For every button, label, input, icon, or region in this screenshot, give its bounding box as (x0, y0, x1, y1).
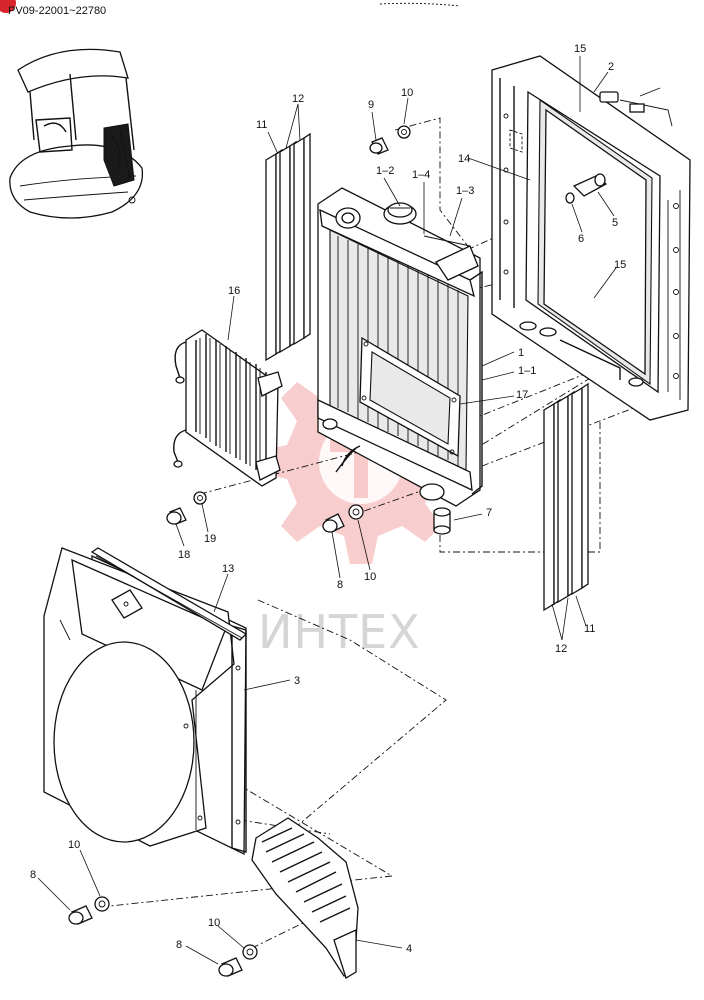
excavator-locator-icon (9, 48, 144, 219)
callout-leader-lines (37, 56, 617, 965)
bolt-part-8-bottom-left (68, 905, 93, 925)
oil-cooler-tubes (195, 334, 267, 476)
grommet-part-7 (433, 507, 451, 535)
watermark-text: ИНТЕХ (258, 605, 421, 659)
fan-guard-part-4 (251, 817, 359, 979)
frame-bolt-holes (503, 113, 679, 379)
callout-10-top: 10 (401, 87, 413, 99)
callout-10-bottom: 10 (208, 917, 220, 929)
header-badge-icon (0, 0, 16, 13)
callout-15-top: 15 (574, 43, 586, 55)
callout-17: 17 (516, 389, 528, 401)
callout-6: 6 (578, 233, 584, 245)
callout-11-top: 11 (256, 119, 267, 131)
callout-1: 1 (518, 347, 524, 359)
seal-strips-part-11-12-top (265, 132, 311, 362)
callout-8-bottom: 8 (176, 939, 182, 951)
callout-2: 2 (608, 61, 614, 73)
callout-8-bottom-left: 8 (30, 869, 36, 881)
washer-part-10-top (397, 125, 411, 139)
washer-part-19 (193, 491, 207, 505)
gasket-part-17 (359, 336, 461, 458)
page-header: PV09-22001~22780 (0, 0, 461, 17)
callout-19: 19 (204, 533, 216, 545)
callout-18: 18 (178, 549, 190, 561)
callout-10-bottom-left: 10 (68, 839, 80, 851)
bolt-part-8-mid (322, 513, 345, 533)
callout-14: 14 (458, 153, 470, 165)
oil-cooler-part-16 (173, 329, 283, 487)
serial-range-label: PV09-22001~22780 (8, 5, 106, 17)
callout-8-mid: 8 (337, 579, 343, 591)
bolt-part-8-bottom (218, 957, 243, 977)
seal-strips-part-11-12-right (543, 382, 589, 612)
callout-15-mid: 15 (614, 259, 626, 271)
callout-7: 7 (486, 507, 492, 519)
callout-3: 3 (294, 675, 300, 687)
callout-10-mid: 10 (364, 571, 376, 583)
radiator-core-fins (337, 236, 459, 466)
callout-16: 16 (228, 285, 240, 297)
callout-1-2: 1–2 (376, 165, 394, 177)
callout-12-right: 12 (555, 643, 567, 655)
callout-1-4: 1–4 (412, 169, 430, 181)
callout-9: 9 (368, 99, 374, 111)
callout-12-top: 12 (292, 93, 304, 105)
pin-part-6 (565, 192, 575, 204)
callout-1-1: 1–1 (518, 365, 536, 377)
fan-guard-slats (261, 827, 351, 923)
washer-part-10-bottom (242, 944, 258, 960)
bushing-part-5 (572, 173, 608, 197)
radiator-cap-part-1-2 (383, 202, 417, 225)
fan-shroud-part-3 (43, 547, 247, 856)
shroud-frame-part-2 (491, 55, 691, 421)
callout-13: 13 (222, 563, 234, 575)
callout-11-right: 11 (584, 623, 595, 635)
callout-5: 5 (612, 217, 618, 229)
bolt-part-18 (166, 507, 187, 525)
washer-part-10-mid (348, 504, 364, 520)
bolt-part-9 (369, 137, 389, 155)
shroud-seal-part-13 (90, 547, 248, 641)
callout-labels: 15 2 9 10 12 11 1–2 1–4 1–3 14 5 6 15 16… (30, 43, 626, 955)
callout-4: 4 (406, 943, 412, 955)
washer-part-10-bottom-left (94, 896, 110, 912)
callout-1-3: 1–3 (456, 185, 474, 197)
